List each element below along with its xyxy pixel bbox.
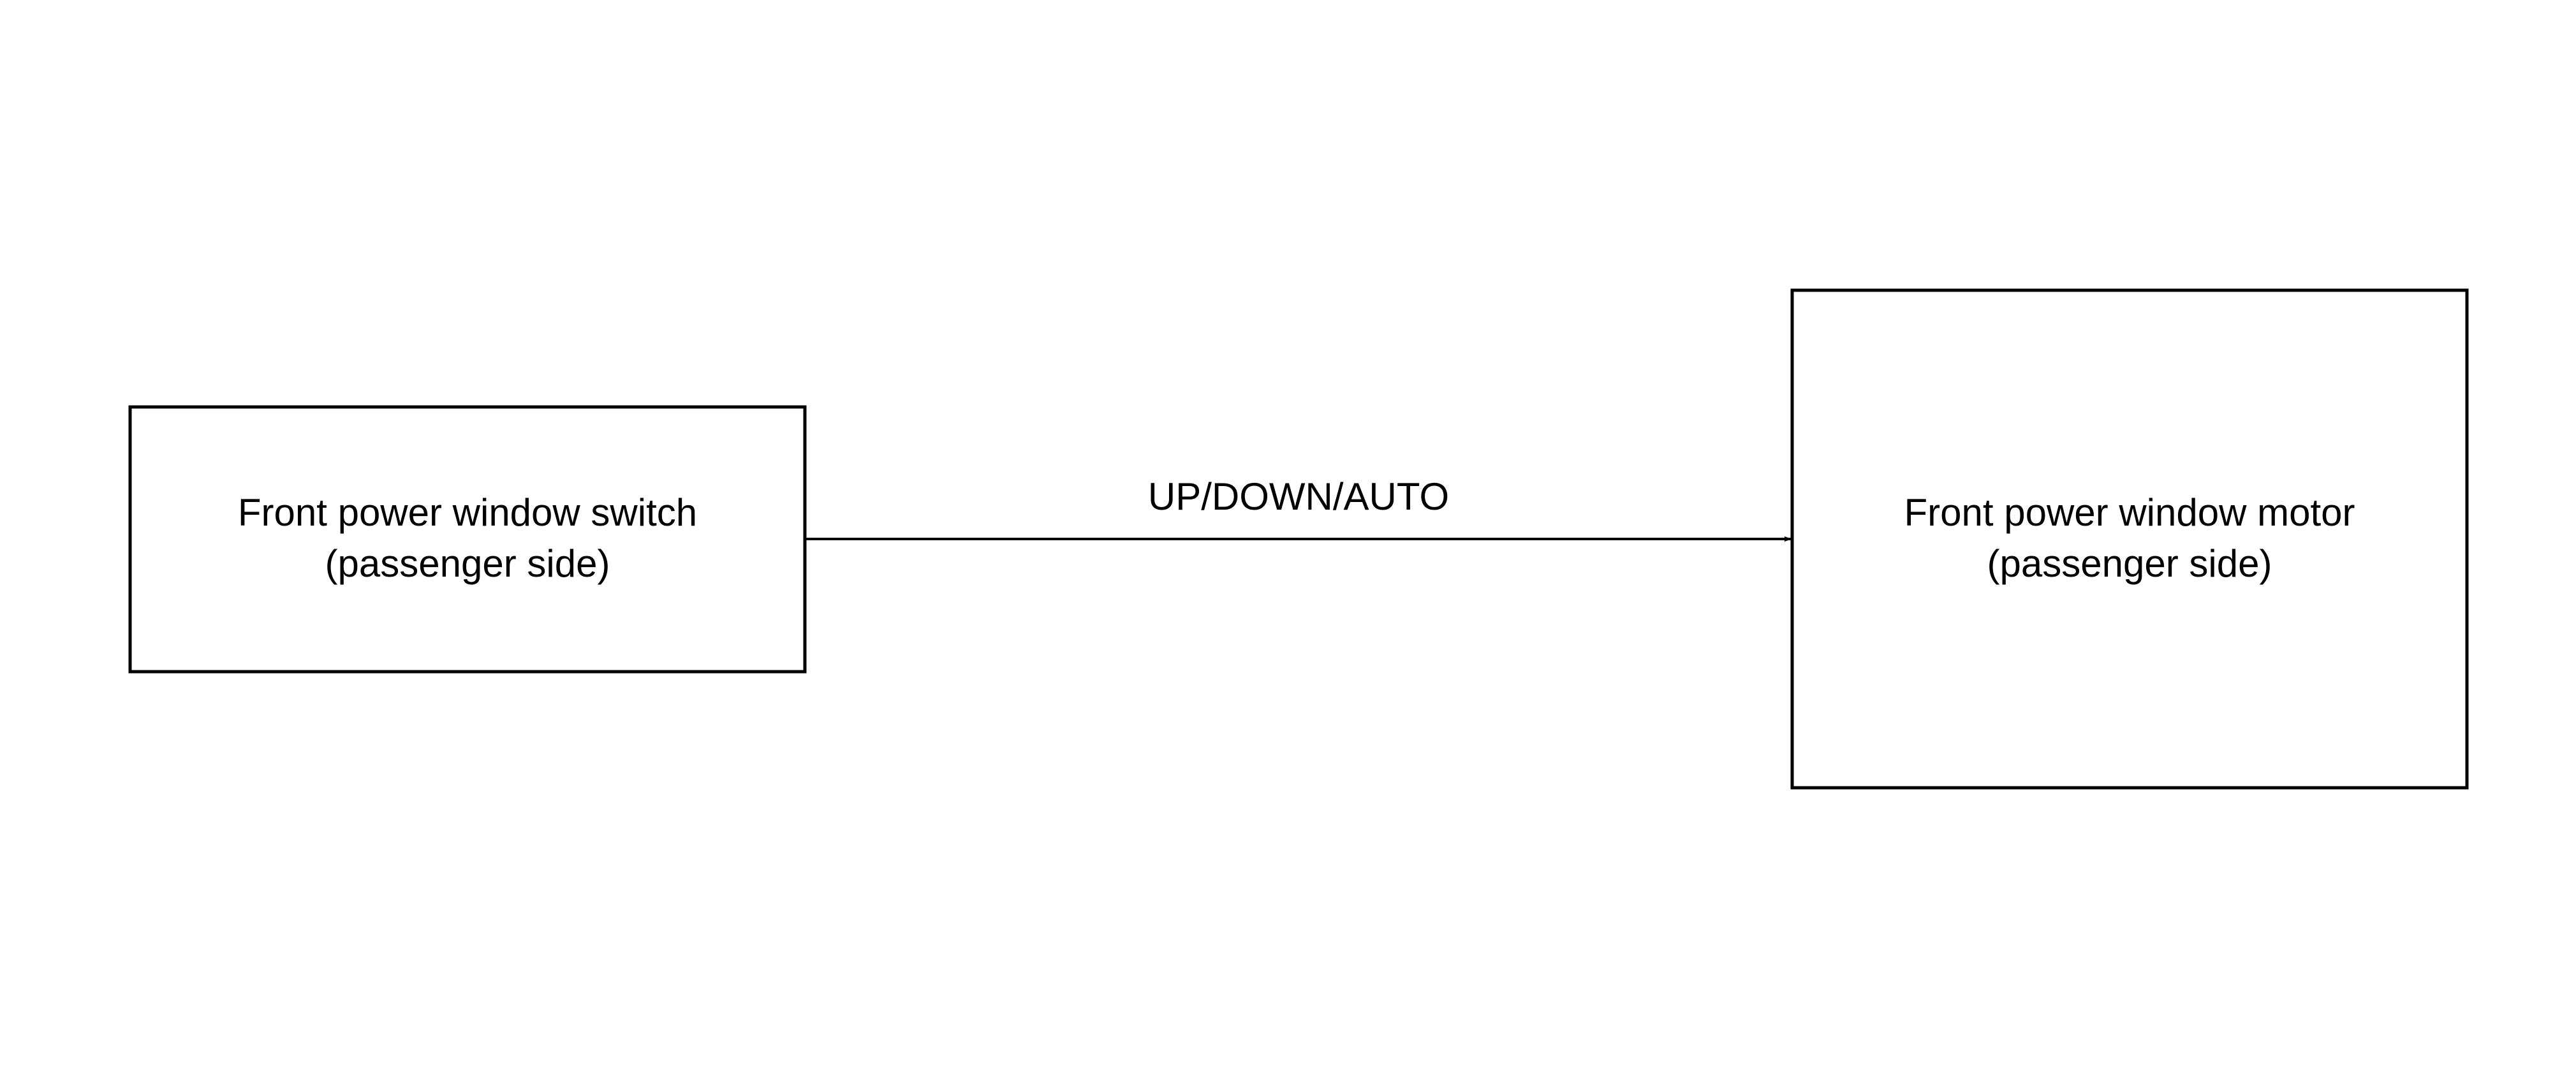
switch-label-line2: (passenger side) [325, 542, 610, 585]
motor-label-line1: Front power window motor [1904, 491, 2355, 534]
motor-box [1790, 288, 2469, 790]
switch-box [128, 405, 807, 674]
signal-label: UP/DOWN/AUTO [1148, 475, 1449, 518]
switch-label-line1: Front power window switch [238, 491, 697, 534]
edge-switch-to-motor: UP/DOWN/AUTO [805, 475, 1792, 542]
node-front-power-window-motor: Front power window motor (passenger side… [1790, 288, 2469, 790]
motor-label-line2: (passenger side) [1987, 542, 2272, 585]
node-front-power-window-switch: Front power window switch (passenger sid… [128, 405, 807, 674]
